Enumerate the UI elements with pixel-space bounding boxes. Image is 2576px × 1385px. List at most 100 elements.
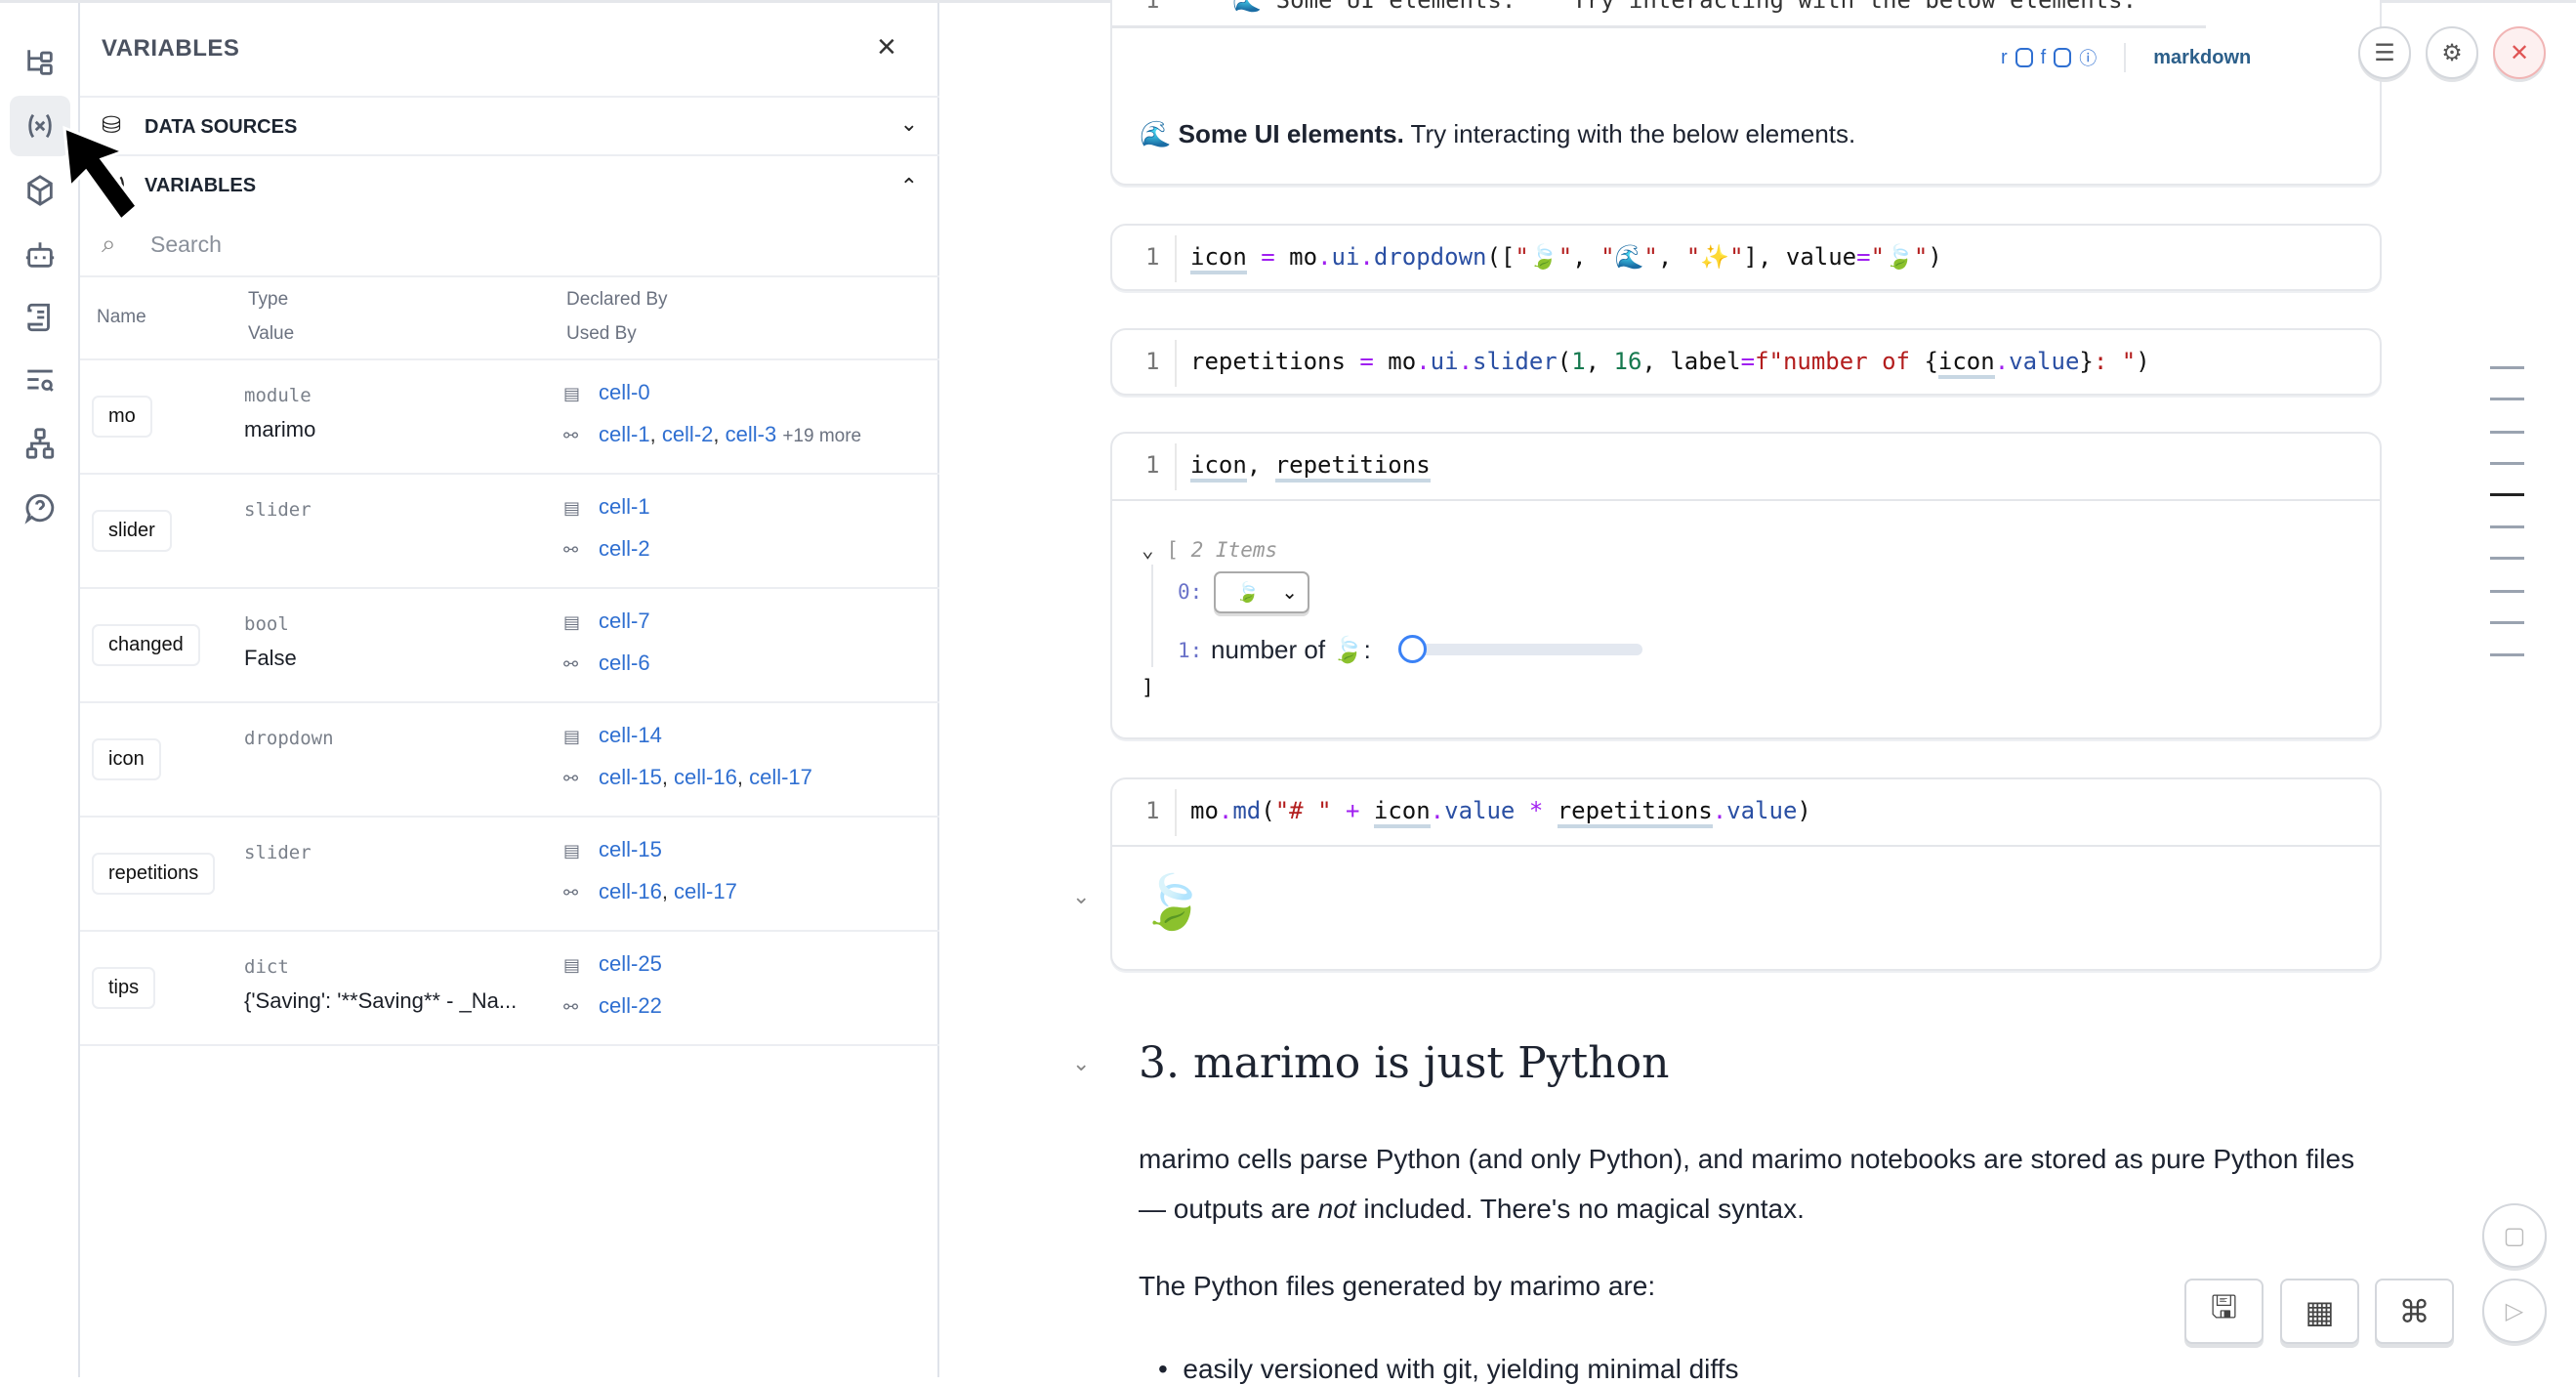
cell-link[interactable]: cell-1: [599, 494, 650, 519]
code-line[interactable]: """🌊 Some UI elements.""" Try interactin…: [1190, 0, 2138, 14]
collapse-section-chevron-icon[interactable]: ⌄: [1072, 1051, 1091, 1075]
cell-link[interactable]: cell-1: [599, 422, 650, 446]
markdown-cell[interactable]: 1 """🌊 Some UI elements.""" Try interact…: [1110, 0, 2382, 186]
code-token: mo: [1190, 797, 1219, 824]
paragraph: marimo cells parse Python (and only Pyth…: [1139, 1144, 2355, 1174]
cell-link[interactable]: cell-17: [674, 879, 737, 903]
code-line[interactable]: mo.md("# " + icon.value * repetitions.va…: [1190, 797, 1811, 828]
cell-link[interactable]: cell-3: [725, 422, 777, 446]
col-name[interactable]: Name: [97, 307, 146, 327]
run-button[interactable]: ▷: [2482, 1279, 2547, 1343]
text: included. There's no magical syntax.: [1355, 1194, 1805, 1224]
package-icon[interactable]: [10, 160, 70, 221]
collapse-output-chevron-icon[interactable]: ⌄: [1072, 884, 1091, 908]
cell-link[interactable]: cell-15: [599, 765, 662, 789]
cell-link[interactable]: cell-14: [599, 723, 662, 747]
cell-link[interactable]: cell-16: [599, 879, 662, 903]
icon-dropdown[interactable]: 🍃⌄: [1214, 571, 1309, 613]
code-token: ): [2136, 348, 2150, 375]
code-line[interactable]: icon, repetitions: [1190, 451, 1431, 483]
minimap-line[interactable]: [2490, 621, 2524, 624]
chevron-up-icon[interactable]: ⌃: [899, 174, 918, 198]
variable-name-badge[interactable]: changed: [92, 624, 200, 666]
cell-link[interactable]: cell-25: [599, 951, 662, 976]
col-declared-by[interactable]: Declared By: [566, 289, 668, 310]
minimap-line[interactable]: [2490, 590, 2524, 593]
minimap-line[interactable]: [2490, 431, 2524, 434]
ai-bot-icon[interactable]: [10, 225, 70, 285]
language-selector[interactable]: markdown: [2153, 46, 2252, 68]
variable-name-badge[interactable]: repetitions: [92, 853, 216, 895]
settings-button[interactable]: ⚙: [2426, 26, 2478, 79]
fstring-flag[interactable]: f: [2040, 46, 2047, 68]
separator: ,: [661, 879, 675, 903]
square-toggle-icon[interactable]: [2054, 48, 2072, 67]
variables-icon[interactable]: [10, 96, 70, 156]
variable-name-badge[interactable]: slider: [92, 510, 172, 552]
cell-link[interactable]: cell-0: [599, 380, 650, 404]
code-token: [1332, 797, 1346, 824]
file-tree-icon[interactable]: [10, 32, 70, 93]
variable-name-badge[interactable]: mo: [92, 396, 152, 438]
cell-link[interactable]: cell-16: [674, 765, 737, 789]
repetitions-slider[interactable]: [1398, 635, 1642, 663]
cell-link[interactable]: cell-7: [599, 609, 650, 633]
col-value[interactable]: Value: [248, 323, 295, 344]
code-token: "✨": [1685, 243, 1744, 271]
bullet-text: easily versioned with git, yielding mini…: [1183, 1354, 1739, 1384]
more-count[interactable]: +19 more: [782, 426, 862, 446]
search-input[interactable]: Search: [150, 231, 222, 257]
minimap-line[interactable]: [2490, 366, 2524, 369]
code-line[interactable]: icon = mo.ui.dropdown(["🍃", "🌊", "✨"], v…: [1190, 243, 1942, 274]
cell-link[interactable]: cell-2: [599, 536, 650, 561]
cell-link[interactable]: cell-2: [661, 422, 714, 446]
logs-scroll-icon[interactable]: [10, 287, 70, 348]
variable-name-badge[interactable]: icon: [92, 738, 161, 780]
close-panel-icon[interactable]: ×: [877, 28, 896, 65]
square-toggle-icon[interactable]: [2015, 48, 2033, 67]
minimap-line[interactable]: [2490, 525, 2524, 528]
col-used-by[interactable]: Used By: [566, 323, 637, 344]
list-output-header[interactable]: ⌄ [ 2 Items: [1142, 538, 1277, 562]
minimap-line[interactable]: [2490, 493, 2524, 496]
collapse-chevron-icon[interactable]: ⌄: [1142, 538, 1154, 562]
reactive-flag[interactable]: r: [2001, 46, 2008, 68]
col-type[interactable]: Type: [248, 289, 289, 310]
cell-editor[interactable]: 1 """🌊 Some UI elements.""" Try interact…: [1112, 0, 2206, 28]
search-bar[interactable]: ⌕ Search: [80, 215, 939, 277]
menu-button[interactable]: ☰: [2358, 26, 2411, 79]
chevron-down-icon[interactable]: ⌄: [899, 111, 918, 136]
search-list-icon[interactable]: [10, 351, 70, 411]
layout-button[interactable]: ▦: [2280, 1279, 2359, 1344]
variables-section-header[interactable]: VARIABLES ⌃: [80, 156, 939, 215]
dependency-graph-icon[interactable]: [10, 413, 70, 474]
help-icon[interactable]: [10, 478, 70, 538]
stop-button[interactable]: ▢: [2482, 1203, 2547, 1268]
cell-language-toolbar: r f ⓘ markdown: [2001, 43, 2251, 72]
variable-name-badge[interactable]: tips: [92, 967, 156, 1009]
cell-link[interactable]: cell-6: [599, 651, 650, 675]
info-icon[interactable]: ⓘ: [2079, 49, 2098, 68]
command-palette-button[interactable]: ⌘: [2375, 1279, 2454, 1344]
minimap-line[interactable]: [2490, 653, 2524, 656]
minimap-line[interactable]: [2490, 557, 2524, 560]
code-token: (: [1557, 348, 1572, 375]
save-button[interactable]: 🖫: [2184, 1279, 2264, 1344]
minimap-line[interactable]: [2490, 462, 2524, 465]
gutter: [1175, 789, 1177, 836]
data-sources-section[interactable]: ⛁ DATA SOURCES ⌄: [80, 98, 939, 156]
code-line[interactable]: repetitions = mo.ui.slider(1, 16, label=…: [1190, 348, 2150, 379]
minimap-line[interactable]: [2490, 398, 2524, 400]
cell-link[interactable]: cell-15: [599, 837, 662, 861]
shutdown-button[interactable]: ✕: [2493, 26, 2546, 79]
command-icon: ⌘: [2398, 1293, 2431, 1329]
slider-thumb[interactable]: [1398, 635, 1427, 663]
cell-link[interactable]: cell-22: [599, 993, 662, 1018]
cell-link[interactable]: cell-17: [749, 765, 812, 789]
